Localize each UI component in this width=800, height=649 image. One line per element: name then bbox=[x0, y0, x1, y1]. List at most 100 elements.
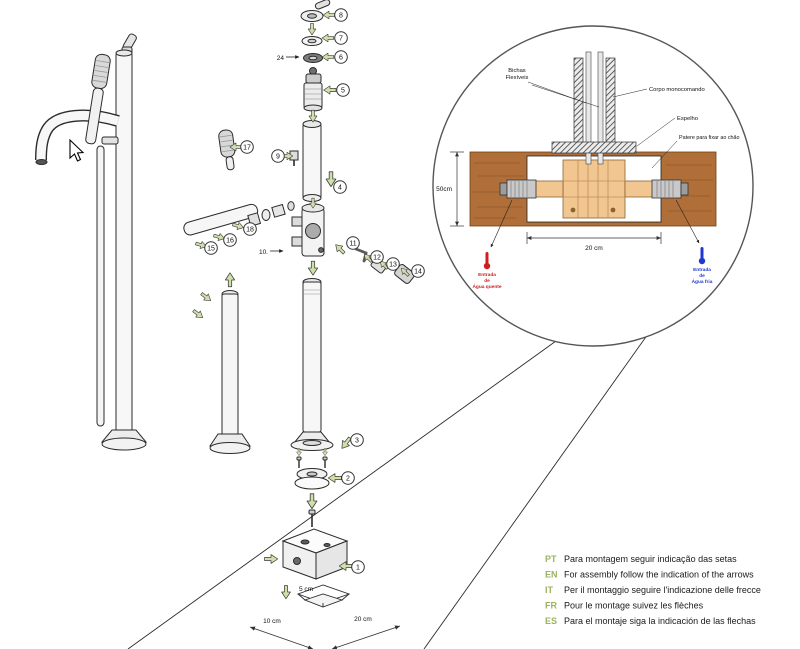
dimension-50cm bbox=[450, 151, 464, 227]
spout-outlet bbox=[35, 159, 48, 165]
svg-text:12: 12 bbox=[373, 255, 381, 262]
part-mounting-block bbox=[281, 528, 349, 580]
faucet-column bbox=[115, 52, 133, 436]
lang-code-fr: FR bbox=[545, 601, 557, 611]
hot-water-label-3: Água quente bbox=[472, 283, 501, 290]
partial-assembly bbox=[183, 129, 295, 454]
part-cartridge-nut bbox=[303, 53, 323, 63]
faucet-body-wall-right bbox=[605, 57, 616, 153]
leader-hot-water bbox=[490, 199, 513, 248]
dimension-50cm-label: 50cm bbox=[436, 186, 452, 193]
part-callout-17: 17 bbox=[240, 140, 254, 154]
svg-text:5: 5 bbox=[341, 88, 345, 95]
svg-text:11: 11 bbox=[349, 241, 356, 248]
part-cover-flange bbox=[294, 456, 330, 490]
part-callout-2: 2 bbox=[341, 471, 355, 485]
instruction-text-fr: Pour le montage suivez les flèches bbox=[564, 601, 704, 611]
cover-plate-section bbox=[551, 141, 637, 154]
part-lower-tube bbox=[290, 278, 334, 451]
leader-bichas-2 bbox=[531, 84, 600, 108]
partial-base-plate bbox=[209, 442, 251, 454]
part-upper-tube bbox=[302, 120, 322, 202]
bracket-bolt-right bbox=[610, 207, 616, 213]
svg-text:2: 2 bbox=[346, 476, 350, 483]
label-bichas-line1: Bichas bbox=[508, 68, 526, 74]
svg-text:3: 3 bbox=[355, 438, 359, 445]
part-callout-13: 13 bbox=[386, 257, 400, 271]
mounting-bracket-arm-right bbox=[624, 180, 654, 198]
part-callout-6: 6 bbox=[334, 50, 348, 64]
spout-tube-part bbox=[183, 203, 259, 236]
dimension-20cm-label: 20 cm bbox=[354, 616, 372, 623]
svg-text:16: 16 bbox=[226, 238, 234, 245]
dimension-5cm-label: 5 cm bbox=[299, 586, 313, 593]
part-cartridge bbox=[303, 67, 323, 112]
part-callout-3: 3 bbox=[350, 433, 364, 447]
part-mixer-body bbox=[291, 203, 325, 257]
dimension-line-20cm bbox=[331, 625, 401, 649]
inset-leader-line-right bbox=[423, 333, 649, 649]
svg-text:14: 14 bbox=[414, 269, 422, 276]
faucet-base-plate bbox=[101, 437, 147, 451]
part-callout-9: 9 bbox=[271, 149, 285, 163]
dimension-line-10cm bbox=[249, 626, 314, 649]
svg-text:4: 4 bbox=[338, 185, 342, 192]
instruction-text-it: Per il montaggio seguire l'indicazione d… bbox=[564, 585, 761, 595]
ring-part bbox=[261, 209, 271, 221]
hose-connector-right bbox=[651, 179, 689, 199]
leader-cold-water bbox=[675, 199, 700, 244]
exploded-view bbox=[281, 0, 415, 580]
hot-water-label-2: de bbox=[484, 278, 490, 284]
handshower-wand bbox=[85, 53, 111, 145]
instruction-text-pt: Para montagem seguir indicação das setas bbox=[564, 554, 737, 564]
bracket-internal-lines bbox=[563, 160, 625, 218]
svg-text:17: 17 bbox=[243, 145, 251, 152]
flexible-hose-1 bbox=[585, 51, 592, 165]
connector-part bbox=[271, 203, 286, 218]
part-callout-12: 12 bbox=[370, 250, 384, 264]
part-handle bbox=[300, 0, 331, 22]
part-callout-11: 11 bbox=[346, 236, 360, 250]
handshower-hose-tube bbox=[96, 145, 105, 427]
svg-text:8: 8 bbox=[339, 13, 343, 20]
label-espelho: Espelho bbox=[677, 116, 698, 122]
svg-text:7: 7 bbox=[339, 36, 343, 43]
part-callout-15: 15 bbox=[204, 241, 218, 255]
hose-connector-left bbox=[499, 179, 537, 199]
floor-detail bbox=[127, 333, 649, 649]
leader-espelho bbox=[636, 117, 676, 147]
svg-text:18: 18 bbox=[246, 227, 254, 234]
dimension-20cm-inset bbox=[526, 232, 662, 244]
part-hex-key bbox=[354, 247, 368, 263]
svg-text:1: 1 bbox=[356, 565, 360, 572]
leader-patere bbox=[651, 140, 678, 169]
mounting-bracket-arm-left bbox=[534, 180, 564, 198]
svg-text:9: 9 bbox=[276, 154, 280, 161]
cold-water-label-1: Entrada bbox=[693, 267, 711, 273]
label-bichas-line2: Flexíveis bbox=[506, 75, 529, 81]
part-callout-5: 5 bbox=[336, 83, 350, 97]
handshower-holder bbox=[101, 136, 119, 145]
inset-leader-line-left bbox=[127, 340, 557, 649]
partial-column-tube bbox=[221, 293, 239, 439]
detail-inset: 50cm 20 cm Bichas Flexíveis Corpo monoco… bbox=[432, 25, 754, 347]
svg-text:15: 15 bbox=[207, 246, 215, 253]
part-callout-8: 8 bbox=[334, 8, 348, 22]
thermometer-hot-icon bbox=[483, 252, 491, 270]
mouse-cursor-icon bbox=[69, 138, 85, 162]
hot-water-label-1: Entrada bbox=[478, 272, 496, 278]
thermometer-cold-icon bbox=[698, 247, 706, 265]
bracket-bolt-left bbox=[570, 207, 576, 213]
instruction-text-en: For assembly follow the indication of th… bbox=[564, 570, 754, 580]
cold-water-label-3: Água fria bbox=[692, 278, 713, 285]
faucet-body-wall-left bbox=[573, 57, 584, 153]
lang-code-pt: PT bbox=[545, 554, 557, 564]
part-callout-14: 14 bbox=[411, 264, 425, 278]
svg-text:6: 6 bbox=[339, 55, 343, 62]
svg-text:13: 13 bbox=[389, 262, 397, 269]
label-24: 24 bbox=[277, 55, 285, 62]
assembled-faucet bbox=[35, 33, 148, 451]
part-screw bbox=[289, 150, 299, 166]
part-callout-4: 4 bbox=[333, 180, 347, 194]
